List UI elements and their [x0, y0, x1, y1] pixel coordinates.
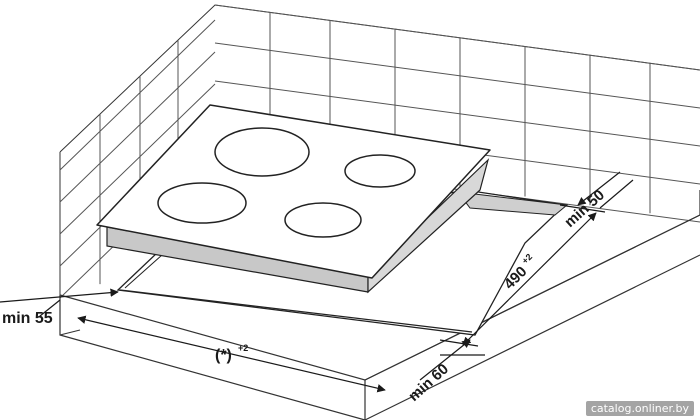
- svg-text:+2: +2: [520, 252, 534, 266]
- wall-tile-line: [214, 42, 700, 109]
- width-label: (*) +2: [215, 343, 248, 364]
- watermark: catalog.onliner.by: [585, 401, 694, 416]
- min-60-dimension-line: [419, 339, 471, 381]
- width-dimension-line: [77, 315, 386, 393]
- wall-tile-line: [59, 19, 216, 171]
- svg-text:(*): (*): [215, 347, 232, 364]
- hob: [96, 104, 491, 294]
- min-50-dimension-line: [577, 171, 621, 206]
- dimension-lines: [0, 171, 634, 393]
- burner-front-left: [157, 182, 247, 224]
- min-55-dimension-line: [0, 288, 119, 303]
- wall-tile-line: [214, 80, 700, 147]
- wall-tile-line: [59, 83, 216, 235]
- svg-text:+2: +2: [238, 343, 248, 353]
- wall-tile-line: [59, 51, 216, 203]
- min-60-label: min 60: [405, 361, 452, 405]
- min-55-label: min 55: [2, 310, 53, 327]
- depth-dimension-line: [462, 212, 597, 346]
- burner-back-right: [344, 154, 416, 188]
- wall-tile-line: [214, 4, 700, 71]
- burner-back-left: [214, 127, 310, 177]
- burner-front-right: [284, 202, 362, 238]
